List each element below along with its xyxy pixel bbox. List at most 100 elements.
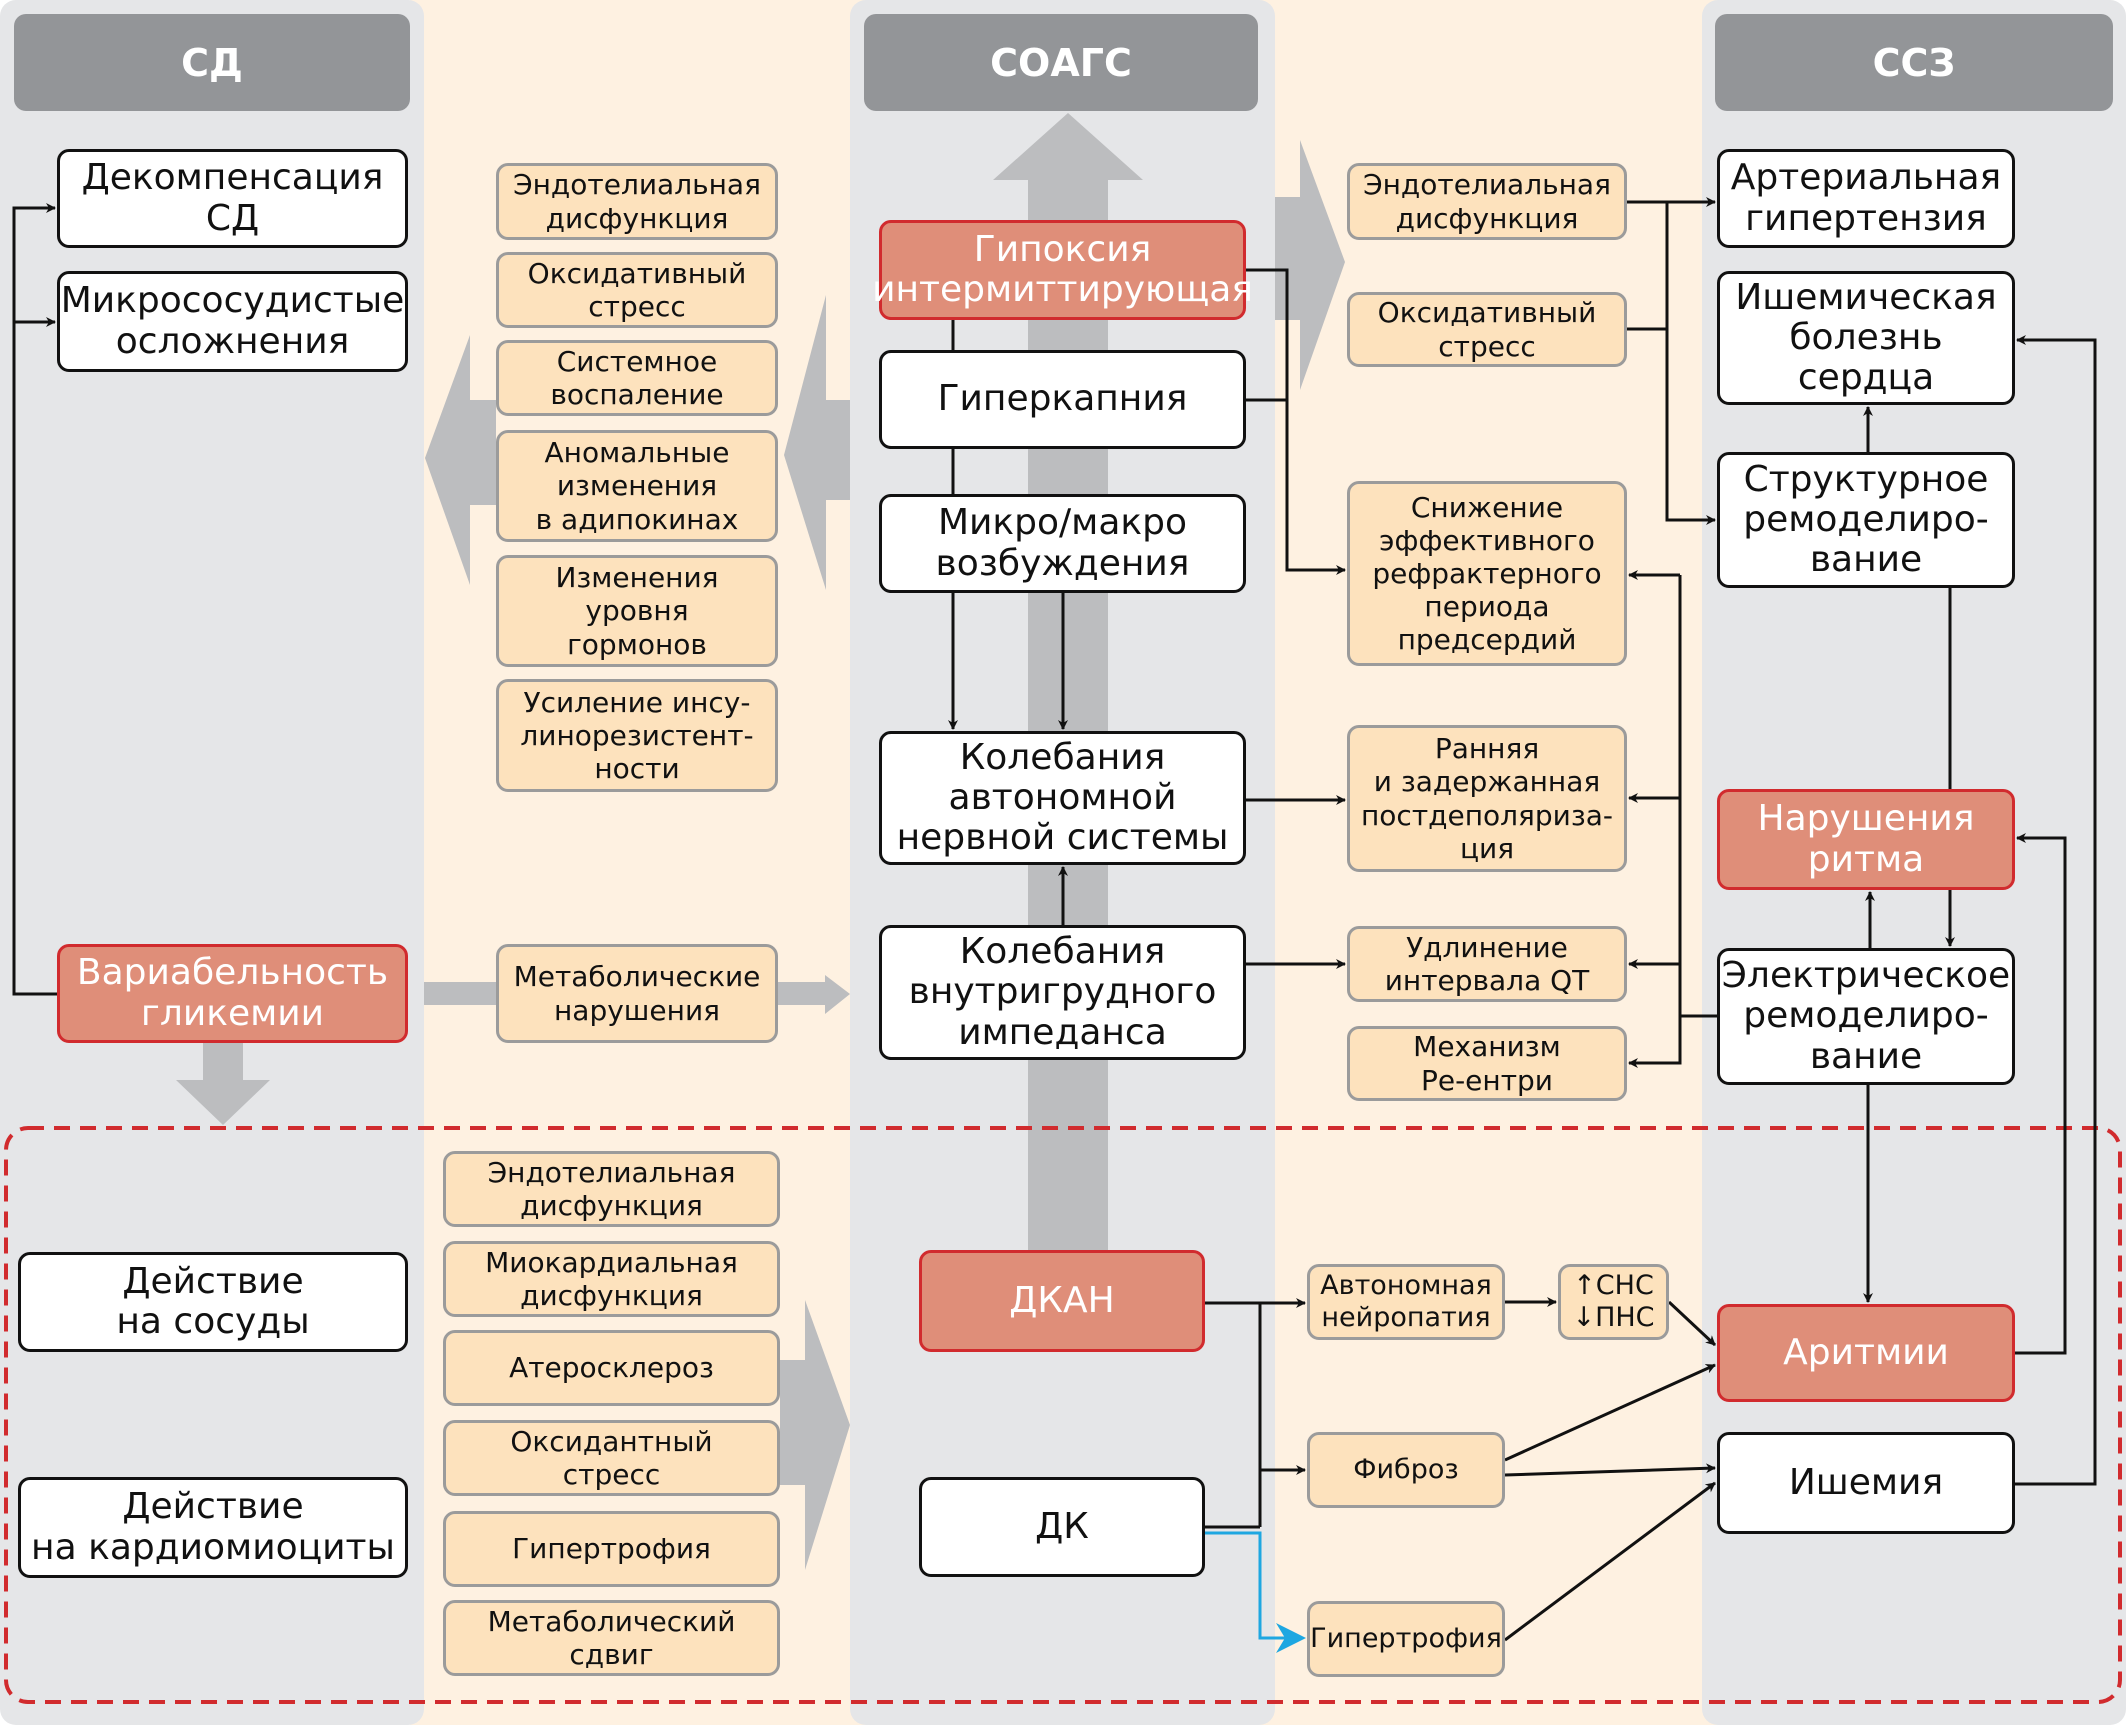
box-metabolic-disorders: Метаболические нарушения <box>496 944 778 1043</box>
box-right-endothelial: Эндотелиальная дисфункция <box>1347 163 1627 240</box>
box-decompensation: Декомпенсация СД <box>57 149 408 248</box>
box-refractory: Снижение эффективного рефрактерного пери… <box>1347 481 1627 666</box>
arrow-glycemia-to-decompensation <box>12 203 57 996</box>
box-qt-label: Удлинение интервала QT <box>1384 930 1590 997</box>
box-arousals: Микро/макро возбуждения <box>879 494 1246 593</box>
box-impedance-fluctuations: Колебания внутригрудного импеданса <box>879 925 1246 1060</box>
left-mechanism-label: Системное воспаление <box>550 344 724 411</box>
bottom-mechanism-item: Миокардиальная дисфункция <box>443 1241 780 1317</box>
big-arrow-down-glycemia <box>176 1043 270 1125</box>
left-mechanism-label: Оксидативный стресс <box>527 256 747 323</box>
bottom-mechanism-label: Атеросклероз <box>509 1351 714 1385</box>
header-sd-label: СД <box>181 40 243 85</box>
header-soags-label: СОАГС <box>990 40 1132 85</box>
box-hypercapnia-label: Гиперкапния <box>937 378 1188 420</box>
box-dk-label: ДК <box>1035 1505 1089 1547</box>
header-ssz-label: ССЗ <box>1872 40 1956 85</box>
left-mechanism-label: Изменения уровня гормонов <box>555 561 719 661</box>
big-arrow-metabolic-in <box>424 982 496 1005</box>
box-dcan: ДКАН <box>919 1250 1205 1352</box>
bottom-mechanism-label: Миокардиальная дисфункция <box>485 1245 738 1312</box>
box-vessels-action-label: Действие на сосуды <box>116 1260 310 1342</box>
arrow-ischemia-to-ihd <box>2015 335 2097 1486</box>
box-ihd-label: Ишемическая болезнь сердца <box>1735 276 1997 399</box>
arrow-fibrosis-to-ischemia <box>1504 1463 1716 1477</box>
header-soags: СОАГС <box>864 14 1258 111</box>
box-afterdepolarization: Ранняя и задержанная постдеполяриза- ция <box>1347 725 1627 872</box>
box-hypoxia-label: Гипоксия интермиттирующая <box>872 228 1253 310</box>
left-mechanism-label: Усиление инсу- линорезистент- ности <box>520 685 754 786</box>
box-metabolic-disorders-label: Метаболические нарушения <box>513 960 761 1027</box>
arrow-to-structural <box>1665 202 1716 525</box>
box-hypertension: Артериальная гипертензия <box>1717 149 2015 248</box>
dashed-frame <box>4 1126 2122 1704</box>
box-hypertension-label: Артериальная гипертензия <box>1730 157 2002 239</box>
box-microvascular: Микрососудистые осложнения <box>57 271 408 372</box>
box-vessels-action: Действие на сосуды <box>18 1252 408 1352</box>
box-autonomic-neuropathy-label: Автономная нейропатия <box>1320 1270 1492 1333</box>
left-mechanism-item: Усиление инсу- линорезистент- ности <box>496 679 778 792</box>
header-sd: СД <box>14 14 410 111</box>
box-arousals-label: Микро/макро возбуждения <box>935 502 1190 584</box>
bottom-mechanism-label: Оксидантный стресс <box>510 1424 713 1491</box>
box-afterdepolarization-label: Ранняя и задержанная постдеполяриза- ция <box>1360 732 1614 865</box>
box-hypertrophy-label: Гипертрофия <box>1310 1623 1502 1655</box>
box-sns-pns-label: ↑СНС ↓ПНС <box>1572 1270 1655 1333</box>
left-mechanism-label: Эндотелиальная дисфункция <box>513 168 761 235</box>
box-dcan-label: ДКАН <box>1009 1279 1115 1321</box>
box-rhythm-disorders-label: Нарушения ритма <box>1757 798 1975 880</box>
box-electrical-remodeling-label: Электрическое ремоделиро- вание <box>1721 955 2011 1077</box>
box-glycemic-variability: Вариабельность гликемии <box>57 944 408 1043</box>
box-microvascular-label: Микрососудистые осложнения <box>60 280 405 362</box>
arrow-sns-to-arrhythmias <box>1667 1300 1717 1347</box>
box-autonomic-neuropathy: Автономная нейропатия <box>1307 1264 1505 1340</box>
box-right-oxidative: Оксидативный стресс <box>1347 292 1627 367</box>
box-qt: Удлинение интервала QT <box>1347 926 1627 1002</box>
box-sns-pns: ↑СНС ↓ПНС <box>1558 1264 1669 1340</box>
line-hypoxia-out <box>1246 268 1346 575</box>
big-arrow-right-top <box>1275 140 1345 390</box>
arrow-dk-to-hypertrophy-blue <box>1205 1531 1306 1653</box>
left-mechanism-label: Аномальные изменения в адипокинах <box>535 436 739 536</box>
bottom-mechanism-item: Атеросклероз <box>443 1330 780 1406</box>
box-rhythm-disorders: Нарушения ритма <box>1717 789 2015 890</box>
big-arrow-bottom-right <box>780 1300 850 1570</box>
box-fibrosis: Фиброз <box>1307 1432 1505 1508</box>
box-cardiomyocytes-action: Действие на кардиомиоциты <box>18 1477 408 1578</box>
box-reentry-label: Механизм Ре-ентри <box>1413 1030 1561 1097</box>
bottom-mechanism-label: Эндотелиальная дисфункция <box>487 1155 736 1222</box>
box-fibrosis-label: Фиброз <box>1353 1454 1459 1486</box>
big-arrow-metabolic-out <box>778 975 850 1014</box>
box-refractory-label: Снижение эффективного рефрактерного пери… <box>1372 490 1602 657</box>
box-ihd: Ишемическая болезнь сердца <box>1717 271 2015 405</box>
box-arrhythmias: Аритмии <box>1717 1304 2015 1402</box>
left-mechanism-item: Системное воспаление <box>496 340 778 416</box>
arrow-arrhythmias-to-rhythm <box>2015 833 2067 1355</box>
bottom-mechanism-item: Оксидантный стресс <box>443 1420 780 1496</box>
bottom-mechanism-item: Эндотелиальная дисфункция <box>443 1151 780 1227</box>
box-decompensation-label: Декомпенсация СД <box>81 157 384 239</box>
left-mechanism-item: Изменения уровня гормонов <box>496 555 778 667</box>
left-mechanism-item: Оксидативный стресс <box>496 252 778 328</box>
box-right-endothelial-label: Эндотелиальная дисфункция <box>1363 168 1611 235</box>
big-arrow-left-to-sd <box>425 335 496 585</box>
box-arrhythmias-label: Аритмии <box>1783 1331 1949 1373</box>
box-hypoxia: Гипоксия интермиттирующая <box>872 220 1253 320</box>
box-impedance-fluctuations-label: Колебания внутригрудного импеданса <box>908 931 1217 1053</box>
arrow-hypertrophy-to-ischemia <box>1504 1481 1716 1642</box>
box-hypercapnia: Гиперкапния <box>879 350 1246 449</box>
header-ssz: ССЗ <box>1715 14 2113 111</box>
box-glycemic-variability-label: Вариабельность гликемии <box>76 952 389 1034</box>
box-ischemia-label: Ишемия <box>1788 1461 1944 1503</box>
bottom-mechanism-label: Гипертрофия <box>512 1532 711 1566</box>
box-cardiomyocytes-action-label: Действие на кардиомиоциты <box>31 1486 395 1568</box>
box-reentry: Механизм Ре-ентри <box>1347 1026 1627 1101</box>
box-electrical-remodeling: Электрическое ремоделиро- вание <box>1717 948 2015 1085</box>
bottom-mechanism-item: Метаболический сдвиг <box>443 1600 780 1676</box>
line-electrical-bus <box>1678 575 1717 1018</box>
bottom-mechanism-item: Гипертрофия <box>443 1511 780 1587</box>
box-hypertrophy: Гипертрофия <box>1307 1601 1505 1677</box>
bottom-mechanism-label: Метаболический сдвиг <box>487 1604 736 1671</box>
box-ans-fluctuations: Колебания автономной нервной системы <box>879 731 1246 865</box>
